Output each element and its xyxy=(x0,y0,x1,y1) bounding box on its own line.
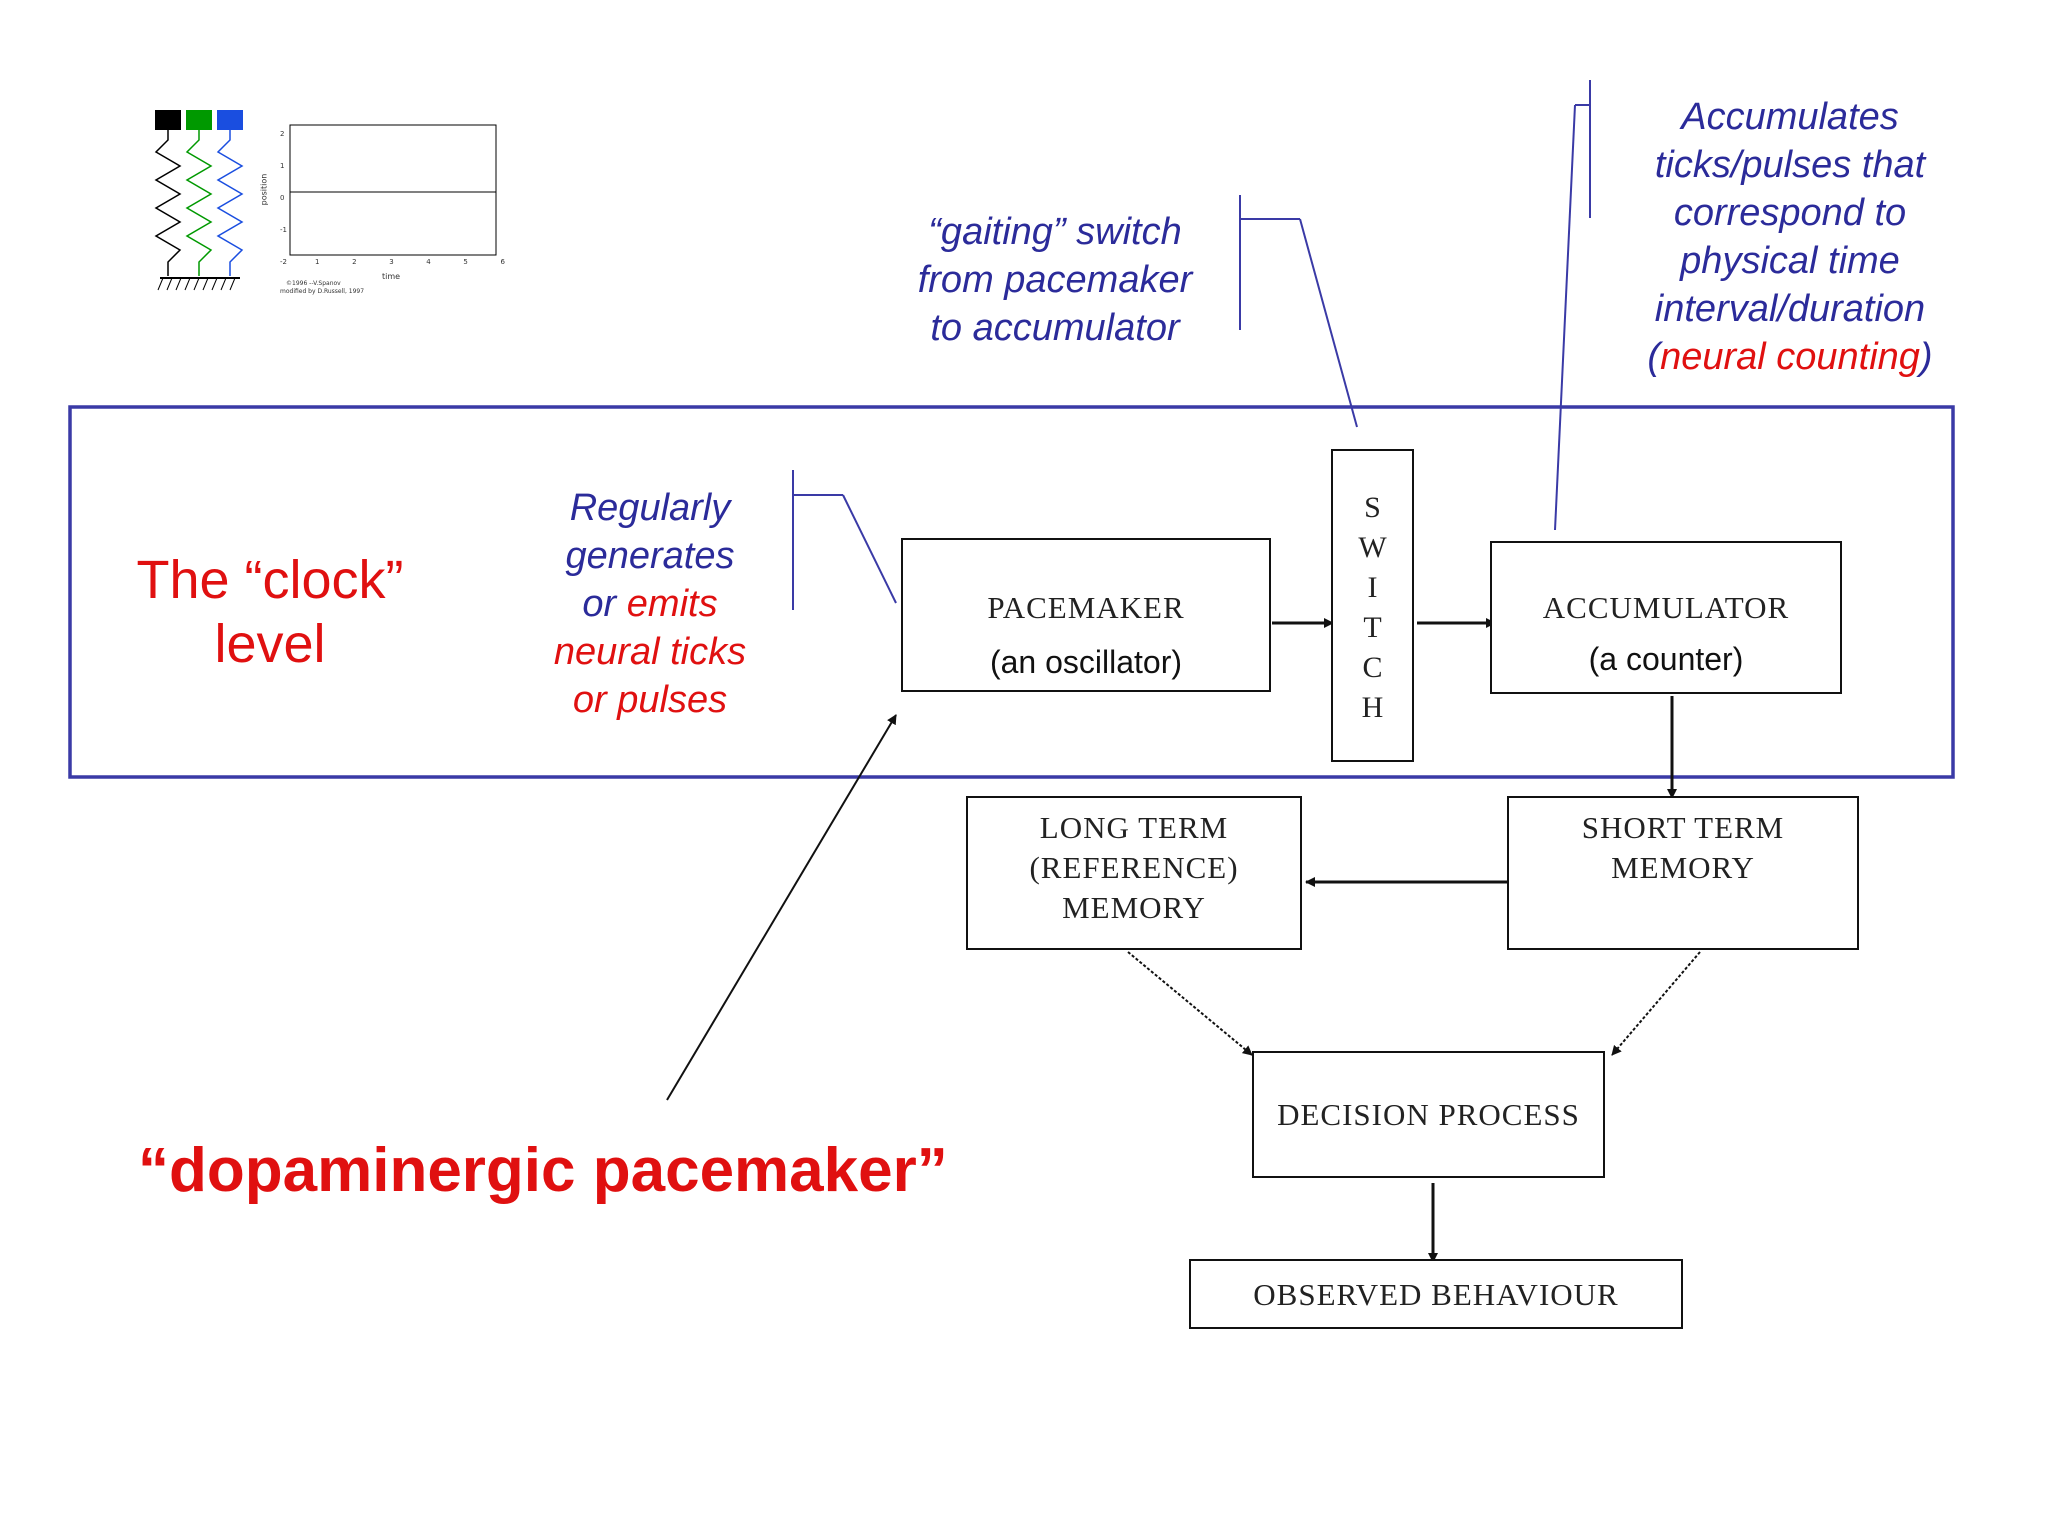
regularly-line-3-red: emits xyxy=(626,583,718,625)
long-term-line-1: LONG TERM xyxy=(1039,810,1229,845)
accumulates-line-4: physical time xyxy=(1680,240,1900,282)
accumulator-label: ACCUMULATOR xyxy=(1542,590,1790,625)
spring-green xyxy=(185,130,213,276)
arrow-long-term-to-decision xyxy=(1127,951,1253,1056)
arrow-short-term-to-decision xyxy=(1611,951,1701,1056)
clock-level-line-1: The “clock” xyxy=(136,550,404,610)
switch-letter: H xyxy=(1361,691,1384,724)
regularly-line-4: neural ticks xyxy=(553,631,747,673)
spring-x-tick: 6 xyxy=(500,258,505,266)
gating-line-3: to accumulator xyxy=(930,307,1180,349)
spring-plot-thumbnail xyxy=(154,110,497,291)
spring-plot-xlabel: time xyxy=(382,272,401,281)
accumulates-line-6-open: ( xyxy=(1647,336,1661,378)
spring-y-tick: -2 xyxy=(280,258,287,266)
spring-x-tick: 4 xyxy=(426,258,431,266)
arrow-dopaminergic-pointer xyxy=(666,714,897,1101)
long-term-line-3: MEMORY xyxy=(1062,890,1206,925)
accumulates-annotation: Accumulates ticks/pulses that correspond… xyxy=(1610,93,1970,381)
spring-x-tick: 5 xyxy=(463,258,468,266)
switch-letter: W xyxy=(1358,531,1387,564)
spring-plot-credit-1: ©1996 --V.Spanov xyxy=(286,280,341,287)
spring-x-tick: 3 xyxy=(389,258,394,266)
pacemaker-label: PACEMAKER xyxy=(987,590,1185,625)
switch-letter: S xyxy=(1364,491,1381,524)
regularly-line-1: Regularly xyxy=(569,487,731,529)
accumulator-box: ACCUMULATOR (a counter) xyxy=(1490,541,1842,694)
short-term-line-2: MEMORY xyxy=(1611,850,1755,885)
accumulates-line-1: Accumulates xyxy=(1681,96,1899,138)
decision-process-box: DECISION PROCESS xyxy=(1252,1051,1605,1178)
regularly-line-5: or pulses xyxy=(572,679,728,721)
spring-black xyxy=(154,130,182,276)
accumulates-line-2: ticks/pulses that xyxy=(1654,144,1926,186)
spring-x-tick: 2 xyxy=(352,258,357,266)
switch-letter: C xyxy=(1362,651,1383,684)
spring-plot-ylabel: position xyxy=(259,173,269,206)
gating-line-1: “gaiting” switch xyxy=(928,211,1182,253)
accumulates-line-6: (neural counting) xyxy=(1610,333,1970,381)
spring-plot-y-ticks: 2 1 0 -1 -2 xyxy=(280,118,290,268)
regularly-line-3-blue: or xyxy=(582,583,627,625)
switch-letter: T xyxy=(1363,611,1382,644)
observed-behaviour-box: OBSERVED BEHAVIOUR xyxy=(1189,1259,1683,1329)
clock-level-label: The “clock” level xyxy=(100,548,440,676)
pacemaker-box: PACEMAKER (an oscillator) xyxy=(901,538,1271,692)
spring-y-tick: 2 xyxy=(280,130,285,138)
spring-plot-x-ticks: 1 2 3 4 5 6 xyxy=(315,258,505,266)
regularly-bracket xyxy=(792,470,897,610)
decision-process-label: DECISION PROCESS xyxy=(1277,1097,1580,1132)
spring-block-black xyxy=(155,110,181,130)
dopaminergic-pacemaker-label: “dopaminergic pacemaker” xyxy=(138,1136,948,1205)
long-term-memory-box: LONG TERM (REFERENCE) MEMORY xyxy=(966,796,1302,950)
spring-plot-frame xyxy=(289,124,497,256)
accumulates-line-6-close: ) xyxy=(1919,336,1933,378)
gating-bracket xyxy=(1239,195,1358,428)
observed-behaviour-label: OBSERVED BEHAVIOUR xyxy=(1253,1277,1619,1312)
spring-plot-credit-2: modified by D.Russell, 1997 xyxy=(280,288,365,295)
spring-blue xyxy=(216,130,244,276)
accumulates-bracket xyxy=(1554,80,1591,531)
switch-letter: I xyxy=(1367,571,1378,604)
gating-line-2: from pacemaker xyxy=(917,259,1193,301)
accumulator-sublabel: (a counter) xyxy=(1588,641,1744,677)
clock-level-frame xyxy=(68,405,1955,779)
short-term-memory-box: SHORT TERM MEMORY xyxy=(1507,796,1859,950)
regularly-line-2: generates xyxy=(565,535,735,577)
gating-annotation: “gaiting” switch from pacemaker to accum… xyxy=(880,208,1230,352)
spring-block-green xyxy=(186,110,212,130)
accumulates-line-5: interval/duration xyxy=(1654,288,1926,330)
accumulates-line-6-red: neural counting xyxy=(1660,336,1920,378)
spring-y-tick: 0 xyxy=(280,194,285,202)
spring-y-tick: -1 xyxy=(280,226,287,234)
regularly-annotation: Regularly generates or emits neural tick… xyxy=(510,484,790,724)
spring-y-tick: 1 xyxy=(280,162,285,170)
regularly-line-3: or emits xyxy=(510,580,790,628)
clock-level-line-2: level xyxy=(214,614,326,674)
long-term-line-2: (REFERENCE) xyxy=(1029,850,1239,885)
accumulates-line-3: correspond to xyxy=(1673,192,1907,234)
spring-block-blue xyxy=(217,110,243,130)
spring-x-tick: 1 xyxy=(315,258,320,266)
switch-box: S W I T C H xyxy=(1331,449,1414,762)
pacemaker-sublabel: (an oscillator) xyxy=(989,644,1183,680)
short-term-line-1: SHORT TERM xyxy=(1581,810,1785,845)
